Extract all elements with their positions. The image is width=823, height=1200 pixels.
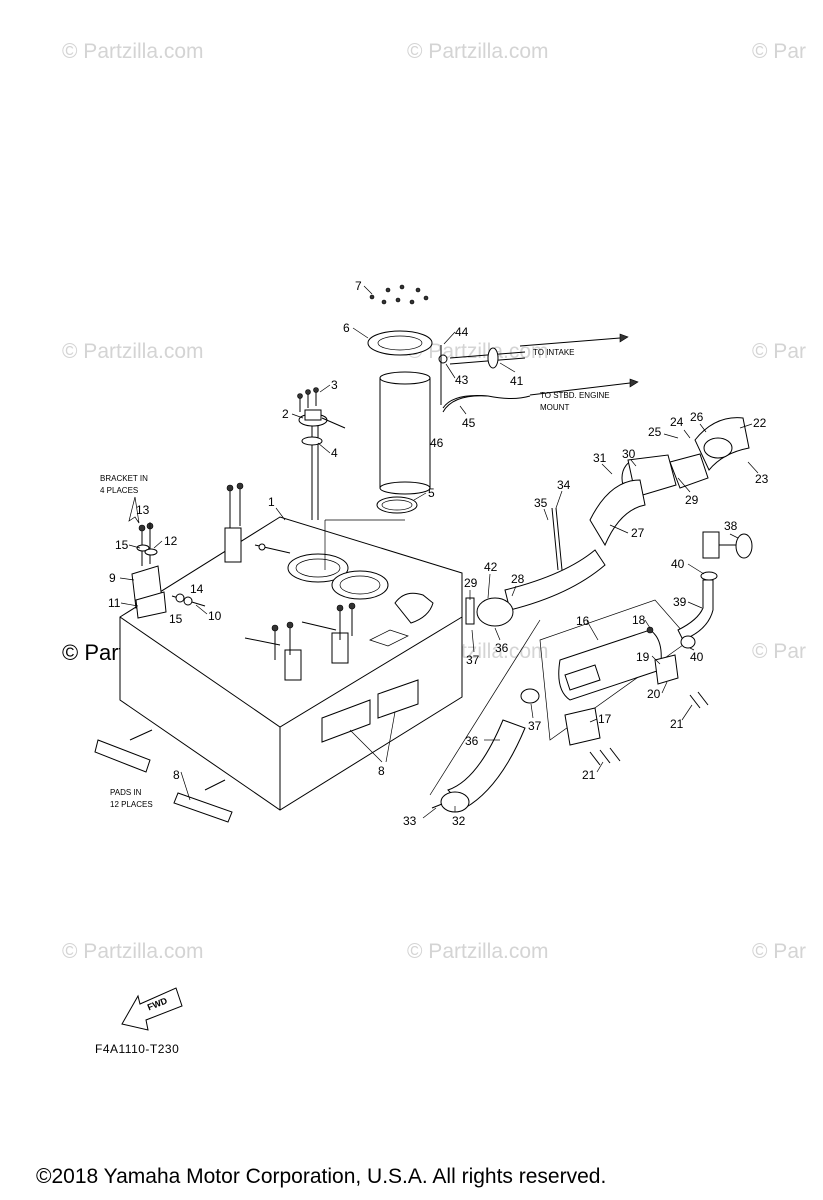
callout: 8 xyxy=(173,768,180,782)
callout: 26 xyxy=(690,410,704,424)
callout: 28 xyxy=(511,572,525,586)
copyright-notice: ©2018 Yamaha Motor Corporation, U.S.A. A… xyxy=(36,1165,607,1188)
note-bracket-line2: 4 PLACES xyxy=(100,486,138,495)
callout: 37 xyxy=(466,653,480,667)
note-to-stbd-line1: TO STBD. ENGINE xyxy=(540,391,610,400)
callout: 19 xyxy=(636,650,650,664)
callout: 40 xyxy=(671,557,685,571)
callouts: 1 2 3 4 5 6 7 8 8 9 10 11 12 13 14 15 15… xyxy=(108,279,769,828)
callout: 33 xyxy=(403,814,417,828)
fuel-pump xyxy=(324,284,433,570)
pads xyxy=(94,729,233,823)
right-fittings xyxy=(677,531,753,649)
callout: 37 xyxy=(528,719,542,733)
callout: 24 xyxy=(670,415,684,429)
callout: 41 xyxy=(510,374,524,388)
watermark: © Partzilla.com xyxy=(62,940,204,963)
callout: 14 xyxy=(190,582,204,596)
leader-lines xyxy=(119,285,759,819)
callout: 44 xyxy=(455,325,469,339)
callout: 34 xyxy=(557,478,571,492)
fuel-tank xyxy=(119,516,463,811)
callout: 35 xyxy=(534,496,548,510)
note-pads-line1: PADS IN xyxy=(110,788,142,797)
callout: 32 xyxy=(452,814,466,828)
tank-fasteners xyxy=(226,482,356,660)
callout: 17 xyxy=(598,712,612,726)
watermark: © Par xyxy=(752,640,806,663)
callout: 42 xyxy=(484,560,498,574)
bracket-detail xyxy=(128,496,206,619)
vent-hoses xyxy=(438,333,639,413)
callout: 31 xyxy=(593,451,607,465)
callout: 8 xyxy=(378,764,385,778)
callout: 22 xyxy=(753,416,767,430)
callout: 6 xyxy=(343,321,350,335)
fwd-arrow-icon: FWD xyxy=(121,987,183,1031)
callout: 29 xyxy=(464,576,478,590)
watermark: © Par xyxy=(752,40,806,63)
callout: 27 xyxy=(631,526,645,540)
callout: 11 xyxy=(108,596,121,610)
callout: 2 xyxy=(282,407,289,421)
watermark: © Partzilla.com xyxy=(62,340,204,363)
callout: 45 xyxy=(462,416,476,430)
callout: 43 xyxy=(455,373,469,387)
watermark: © Par xyxy=(752,940,806,963)
callout: 21 xyxy=(670,717,684,731)
callout: 40 xyxy=(690,650,704,664)
callout: 9 xyxy=(109,571,116,585)
callout: 25 xyxy=(648,425,662,439)
callout: 18 xyxy=(632,613,646,627)
reference-code: F4A1110-T230 xyxy=(95,1042,180,1056)
lower-hose xyxy=(429,619,541,813)
fuel-sender xyxy=(297,387,346,520)
note-to-intake: TO INTAKE xyxy=(533,348,575,357)
watermark: © Partzilla.com xyxy=(62,40,204,63)
callout: 10 xyxy=(208,609,222,623)
watermark: © Partzilla.com xyxy=(407,940,549,963)
callout: 39 xyxy=(673,595,687,609)
callout: 7 xyxy=(355,279,362,293)
callout: 3 xyxy=(331,378,338,392)
callout: 12 xyxy=(164,534,178,548)
watermark: © Partzilla.com xyxy=(407,40,549,63)
callout: 21 xyxy=(582,768,596,782)
callout: 36 xyxy=(465,734,479,748)
canister xyxy=(539,599,709,766)
note-bracket-line1: BRACKET IN xyxy=(100,474,148,483)
callout: 4 xyxy=(331,446,338,460)
callout: 38 xyxy=(724,519,738,533)
callout: 13 xyxy=(136,503,150,517)
callout: 30 xyxy=(622,447,636,461)
callout: 23 xyxy=(755,472,769,486)
callout: 36 xyxy=(495,641,509,655)
watermark: © Par xyxy=(752,340,806,363)
callout: 29 xyxy=(685,493,699,507)
callout: 46 xyxy=(430,436,444,450)
callout: 20 xyxy=(647,687,661,701)
note-to-stbd-line2: MOUNT xyxy=(540,403,569,412)
note-pads-line2: 12 PLACES xyxy=(110,800,153,809)
callout: 1 xyxy=(268,495,275,509)
callout: 15 xyxy=(169,612,183,626)
filler-neck xyxy=(465,417,750,627)
callout: 15 xyxy=(115,538,129,552)
callout: 16 xyxy=(576,614,590,628)
callout: 5 xyxy=(428,486,435,500)
